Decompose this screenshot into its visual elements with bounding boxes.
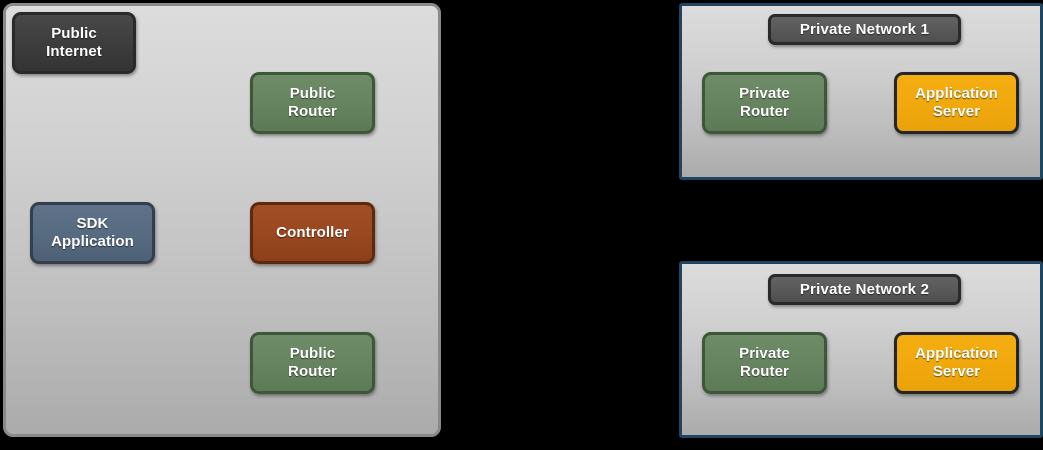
node-public-router-top[interactable]: Public Router	[250, 72, 375, 134]
node-private-router-1[interactable]: Private Router	[702, 72, 827, 134]
zone-private-network-2[interactable]: Private Network 2 Private Router Applica…	[679, 261, 1043, 438]
zone-private-network-1-title: Private Network 1	[768, 14, 961, 45]
zone-public[interactable]: Public Internet Public Router SDK Applic…	[3, 3, 441, 437]
zone-private-network-2-title: Private Network 2	[768, 274, 961, 305]
node-application-server-1[interactable]: Application Server	[894, 72, 1019, 134]
node-public-router-bottom-label: Public Router	[288, 344, 337, 380]
node-private-router-2-label: Private Router	[739, 344, 790, 380]
zone-private-network-1[interactable]: Private Network 1 Private Router Applica…	[679, 3, 1043, 180]
node-application-server-1-label: Application Server	[915, 84, 998, 120]
node-private-router-2[interactable]: Private Router	[702, 332, 827, 394]
node-controller-label: Controller	[276, 223, 349, 241]
node-private-router-1-label: Private Router	[739, 84, 790, 120]
node-sdk-application-label: SDK Application	[51, 214, 134, 250]
node-public-internet-label: Public Internet	[46, 24, 102, 60]
node-controller[interactable]: Controller	[250, 202, 375, 264]
node-public-router-top-label: Public Router	[288, 84, 337, 120]
node-application-server-2-label: Application Server	[915, 344, 998, 380]
node-sdk-application[interactable]: SDK Application	[30, 202, 155, 264]
node-public-router-bottom[interactable]: Public Router	[250, 332, 375, 394]
node-public-internet[interactable]: Public Internet	[12, 12, 136, 74]
node-application-server-2[interactable]: Application Server	[894, 332, 1019, 394]
